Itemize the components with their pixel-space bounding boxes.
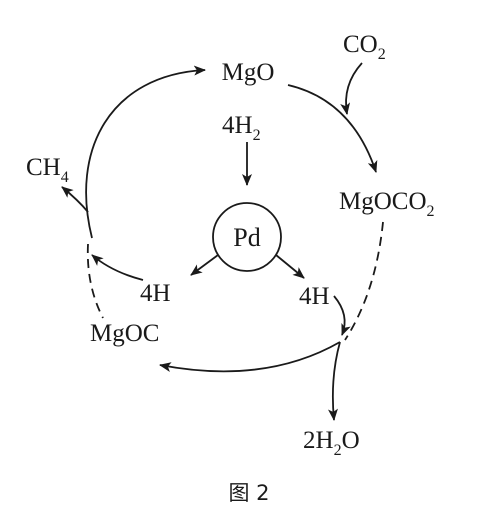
co2-label: CO2 xyxy=(343,31,386,63)
cycle-to-mgo-arrow xyxy=(85,65,206,239)
ch4-label: CH4 xyxy=(26,154,69,186)
h-right-label: 4H xyxy=(299,283,330,310)
ch4-output-arrow xyxy=(61,186,89,213)
pd-to-4h-left-arrow xyxy=(190,254,219,276)
h2-label: 4H2 xyxy=(222,112,261,144)
mgo-label: MgO xyxy=(222,59,275,86)
h-left-label: 4H xyxy=(140,280,171,307)
pd-to-4h-right-arrow xyxy=(275,254,305,279)
mgoc-label: MgOC xyxy=(90,320,159,347)
mgoc-dashed-link xyxy=(86,243,104,319)
h2o-output-arrow xyxy=(327,341,341,421)
4h-left-arrow xyxy=(91,254,144,281)
co2-input-arrow xyxy=(340,62,363,115)
pd-label: Pd xyxy=(233,223,260,252)
mgoco2-label: MgOCO2 xyxy=(339,188,435,220)
mgoco2-dashed-link xyxy=(344,221,384,341)
to-mgoc-arrow xyxy=(159,341,341,373)
h2o-label: 2H2O xyxy=(303,427,360,459)
4h-right-arrow xyxy=(333,295,351,336)
figure-caption: 图 2 xyxy=(228,481,269,505)
mgo-to-mgoco2-arrow xyxy=(287,84,378,173)
pd-circle xyxy=(212,202,282,272)
